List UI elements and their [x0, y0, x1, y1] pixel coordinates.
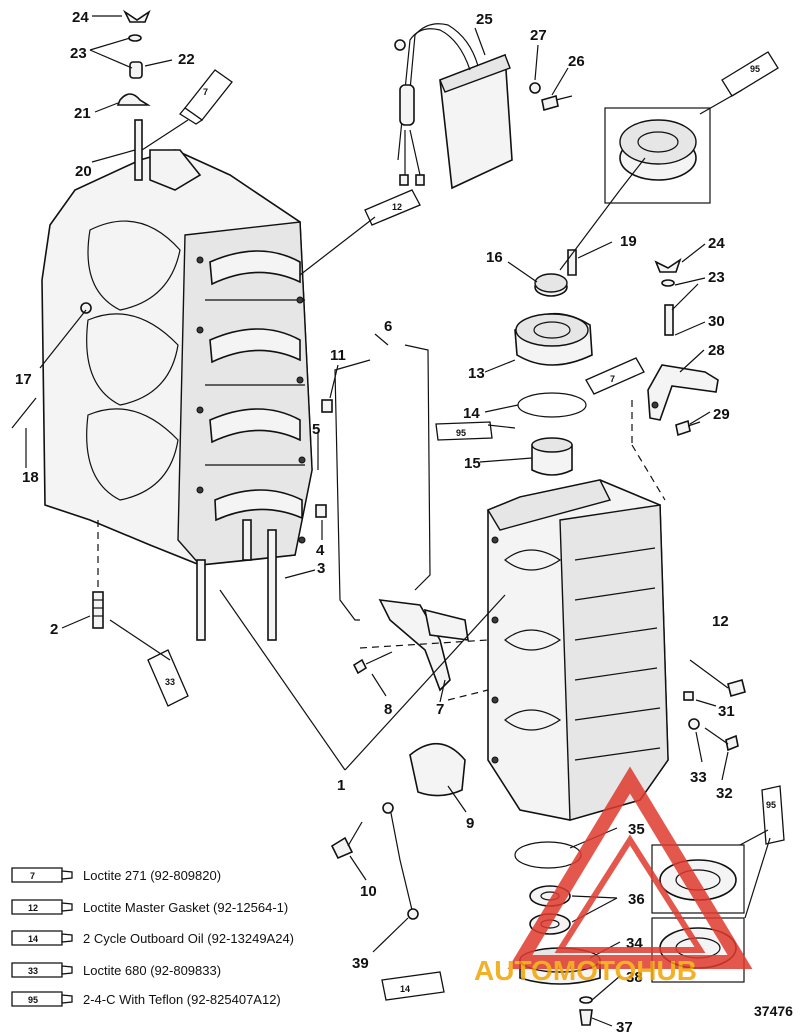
legend-row: 95 2-4-C With Teflon (92-825407A12) — [11, 991, 281, 1007]
legend-row: 12 Loctite Master Gasket (92-12564-1) — [11, 899, 288, 915]
legend-text: 2-4-C With Teflon (92-825407A12) — [83, 992, 281, 1007]
callout-28: 28 — [708, 342, 725, 359]
callout-38: 38 — [626, 969, 643, 986]
callout-25: 25 — [476, 11, 493, 28]
tube-label: 95 — [750, 64, 760, 74]
sealant-tube-95a: 95 — [721, 51, 779, 97]
callout-35: 35 — [628, 821, 645, 838]
callout-1: 1 — [337, 777, 345, 794]
callout-8: 8 — [384, 701, 392, 718]
callout-12: 12 — [712, 613, 729, 630]
callout-15: 15 — [464, 455, 481, 472]
callout-10: 10 — [360, 883, 377, 900]
callout-20: 20 — [75, 163, 92, 180]
callout-26: 26 — [568, 53, 585, 70]
callout-17: 17 — [15, 371, 32, 388]
legend-text: Loctite 271 (92-809820) — [83, 868, 221, 883]
sealant-tube-95c: 95 — [761, 785, 785, 845]
callout-23b: 23 — [708, 269, 725, 286]
tube-label: 95 — [766, 800, 776, 810]
cylinder-block — [41, 149, 313, 641]
legend: 7 Loctite 271 (92-809820) 12 Loctite Mas… — [11, 867, 294, 1007]
callout-3: 3 — [317, 560, 325, 577]
tube-label: 12 — [392, 202, 402, 212]
callout-9: 9 — [466, 815, 474, 832]
legend-text: 2 Cycle Outboard Oil (92-13249A24) — [83, 931, 294, 946]
callout-30: 30 — [708, 313, 725, 330]
watermark-text: AUTOMOTOHUB — [474, 955, 697, 986]
switch-box — [394, 23, 513, 190]
callout-22: 22 — [178, 51, 195, 68]
sealant-tube-14: 14 — [381, 971, 445, 1001]
callout-7: 7 — [436, 701, 444, 718]
callout-33: 33 — [690, 769, 707, 786]
figure-number: 37476 — [754, 1003, 793, 1019]
sealant-tube-95b: 95 — [435, 421, 493, 441]
crankcase-cover — [486, 479, 669, 821]
callout-39: 39 — [352, 955, 369, 972]
callout-13: 13 — [468, 365, 485, 382]
callout-36: 36 — [628, 891, 645, 908]
legend-tube-number: 7 — [30, 871, 35, 881]
leader-lines — [25, 15, 771, 1027]
tube-label: 7 — [203, 87, 208, 97]
callout-18: 18 — [22, 469, 39, 486]
sealant-tube-7b: 7 — [585, 357, 645, 395]
callout-29: 29 — [713, 406, 730, 423]
callout-24b: 24 — [708, 235, 725, 252]
tube-label: 33 — [165, 677, 175, 687]
callout-31: 31 — [718, 703, 735, 720]
callout-5: 5 — [312, 421, 320, 438]
callout-labels: 24 23 22 21 20 25 27 26 17 18 6 11 5 4 3… — [15, 9, 735, 1035]
legend-tube-number: 95 — [28, 995, 38, 1005]
legend-tube-number: 12 — [28, 903, 38, 913]
tube-label: 7 — [610, 374, 615, 384]
callout-23a: 23 — [70, 45, 87, 62]
sealant-tube-12a: 12 — [364, 189, 421, 226]
callout-27: 27 — [530, 27, 547, 44]
tube-label: 95 — [456, 428, 466, 438]
callout-2: 2 — [50, 621, 58, 638]
tube-label: 14 — [400, 984, 410, 994]
sealant-tube-33: 33 — [147, 649, 189, 707]
callout-4: 4 — [316, 542, 325, 559]
legend-tube-number: 14 — [28, 934, 38, 944]
callout-11: 11 — [330, 347, 346, 364]
legend-text: Loctite Master Gasket (92-12564-1) — [83, 900, 288, 915]
callout-32: 32 — [716, 785, 733, 802]
legend-tube-number: 33 — [28, 966, 38, 976]
watermark-logo: AUTOMOTOHUB — [474, 766, 753, 986]
callout-14: 14 — [463, 405, 480, 422]
legend-row: 7 Loctite 271 (92-809820) — [11, 867, 221, 883]
legend-text: Loctite 680 (92-809833) — [83, 963, 221, 978]
callout-6: 6 — [384, 318, 392, 335]
callout-19: 19 — [620, 233, 637, 250]
callout-37: 37 — [616, 1019, 633, 1035]
callout-24a: 24 — [72, 9, 89, 26]
legend-row: 33 Loctite 680 (92-809833) — [11, 962, 221, 978]
sealant-tube-7a: 7 — [179, 69, 233, 125]
callout-16: 16 — [486, 249, 503, 266]
legend-row: 14 2 Cycle Outboard Oil (92-13249A24) — [11, 930, 294, 946]
callout-21: 21 — [74, 105, 91, 122]
